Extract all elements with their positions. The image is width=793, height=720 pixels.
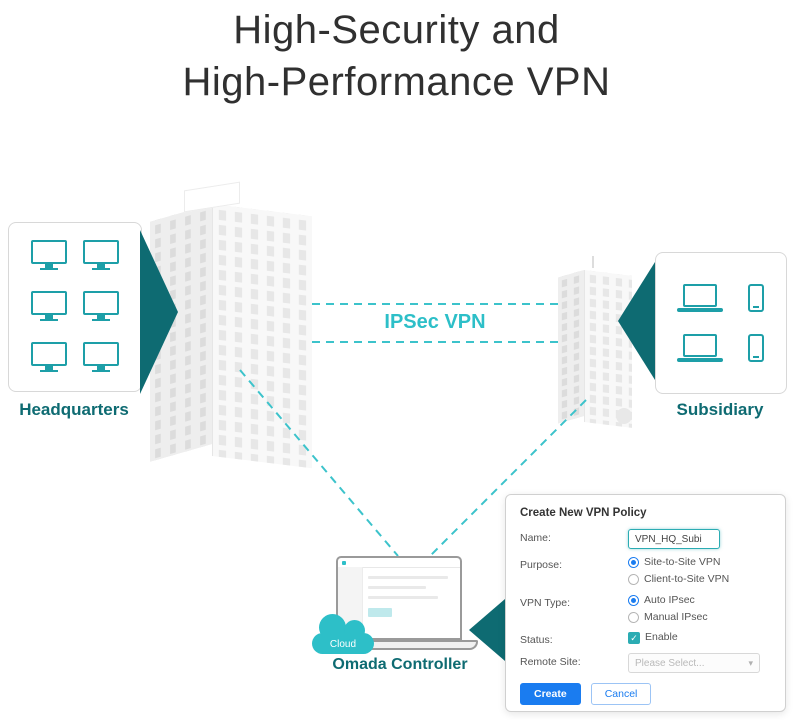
subsidiary-label: Subsidiary <box>676 400 764 419</box>
omada-controller-label: Omada Controller <box>332 656 468 673</box>
create-button[interactable]: Create <box>520 683 581 705</box>
panel-buttons: Create Cancel <box>520 683 771 705</box>
laptop-icon-screen <box>683 334 717 357</box>
purpose-label: Purpose: <box>520 559 563 571</box>
headquarters-building <box>150 181 312 469</box>
purpose-options: Site-to-Site VPN Client-to-Site VPN <box>628 556 729 586</box>
radio-auto-ipsec[interactable]: Auto IPsec <box>628 594 708 607</box>
cloud-label: Cloud <box>329 639 357 650</box>
radio-selected-icon <box>628 557 639 568</box>
page-title-line-2: High-Performance VPN <box>182 60 611 104</box>
status-label: Status: <box>520 634 553 646</box>
vpn-type-label: VPN Type: <box>520 597 570 609</box>
laptop-ui-logo <box>342 561 346 565</box>
name-field-row: Name: <box>520 529 771 549</box>
subsidiary-antenna <box>592 256 594 268</box>
headquarters-label: Headquarters <box>19 400 129 419</box>
radio-selected-icon <box>628 595 639 606</box>
radio-client-to-site-vpn[interactable]: Client-to-Site VPN <box>628 573 729 586</box>
radio-label: Site-to-Site VPN <box>644 556 721 568</box>
monitor-icon <box>83 291 119 315</box>
status-field-row: Status: ✓ Enable <box>520 631 771 646</box>
headquarters-box <box>8 222 142 392</box>
radio-label: Manual IPsec <box>644 611 708 623</box>
subsidiary-building-front-face <box>584 270 632 428</box>
cloud-icon: Cloud <box>312 614 374 654</box>
chevron-down-icon: ▾ <box>748 657 753 668</box>
checkbox-label: Enable <box>645 631 678 643</box>
cancel-button[interactable]: Cancel <box>590 683 652 705</box>
monitor-icon <box>31 342 67 366</box>
arrow-wedge-controller <box>469 599 505 661</box>
laptop-ui-topbar <box>338 558 460 568</box>
laptop-ui-line <box>368 576 448 579</box>
monitor-icon <box>31 291 67 315</box>
laptop-ui-line <box>368 586 426 589</box>
remote-site-field-row: Remote Site: Please Select... ▾ <box>520 653 771 673</box>
monitor-icon <box>83 342 119 366</box>
check-icon: ✓ <box>628 631 640 644</box>
remote-site-select[interactable]: Please Select... ▾ <box>628 653 760 673</box>
radio-unselected-icon <box>628 612 639 623</box>
phone-icon <box>748 284 764 312</box>
page-title-line-1: High-Security and <box>233 8 560 52</box>
subsidiary-box <box>655 252 787 394</box>
vpn-type-options: Auto IPsec Manual IPsec <box>628 594 708 624</box>
subsidiary-dome <box>616 408 632 424</box>
vpn-policy-panel: Create New VPN Policy Name: Purpose: Sit… <box>505 494 786 712</box>
page-title: High-Security and High-Performance VPN <box>0 4 793 108</box>
purpose-field-row: Purpose: Site-to-Site VPN Client-to-Site… <box>520 556 771 586</box>
laptop-icon <box>677 334 723 362</box>
laptop-icon-screen <box>683 284 717 307</box>
laptop-icon-base <box>677 358 723 362</box>
hq-building-front-face <box>212 204 312 469</box>
panel-title: Create New VPN Policy <box>520 507 647 519</box>
name-label: Name: <box>520 532 551 544</box>
laptop-ui-chip <box>368 608 392 617</box>
radio-manual-ipsec[interactable]: Manual IPsec <box>628 611 708 624</box>
radio-unselected-icon <box>628 574 639 585</box>
radio-site-to-site-vpn[interactable]: Site-to-Site VPN <box>628 556 729 569</box>
laptop-ui-line <box>368 596 438 599</box>
ipsec-vpn-label: IPSec VPN <box>384 311 486 333</box>
laptop-icon <box>677 284 723 312</box>
phone-icon <box>748 334 764 362</box>
monitor-icon <box>31 240 67 264</box>
radio-label: Auto IPsec <box>644 594 695 606</box>
subsidiary-building-side-face <box>558 270 584 424</box>
remote-site-label: Remote Site: <box>520 656 581 668</box>
laptop-icon-base <box>677 308 723 312</box>
select-placeholder: Please Select... <box>635 657 705 669</box>
radio-label: Client-to-Site VPN <box>644 573 730 585</box>
enable-checkbox[interactable]: ✓ Enable <box>628 631 678 644</box>
vpn-type-field-row: VPN Type: Auto IPsec Manual IPsec <box>520 594 771 624</box>
monitor-icon <box>83 240 119 264</box>
name-input[interactable] <box>628 529 720 549</box>
subsidiary-building <box>558 256 636 430</box>
